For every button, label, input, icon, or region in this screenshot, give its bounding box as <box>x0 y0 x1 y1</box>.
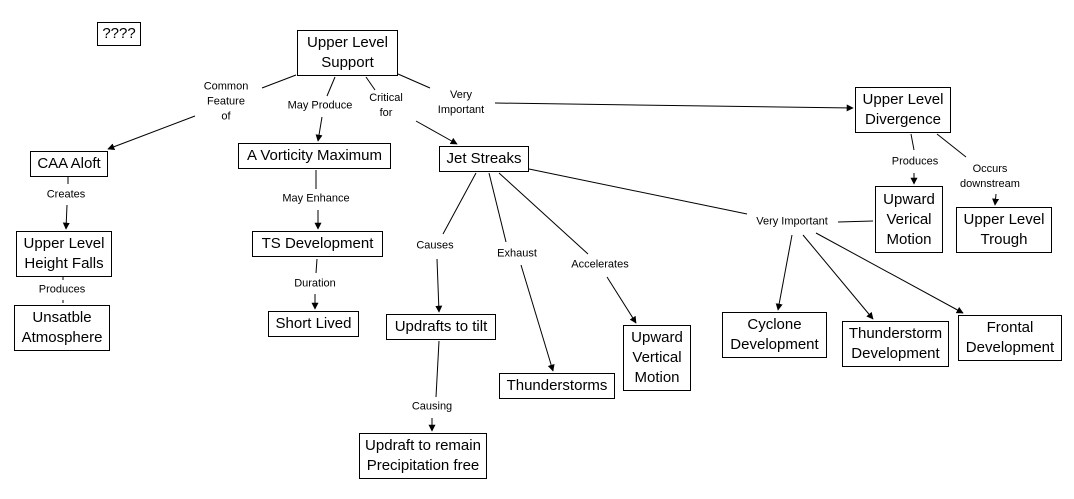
connector-divergence-to-occurs <box>936 133 967 158</box>
link-label-causes: Causes <box>416 238 454 254</box>
node-unstable-atmosphere[interactable]: Unsatble Atmosphere <box>14 305 110 351</box>
connector-jet-to-veryimp <box>528 168 748 215</box>
link-label-very-important-top: Very Important <box>437 88 485 118</box>
node-unknown[interactable]: ???? <box>97 22 141 46</box>
node-thunderstorm-development[interactable]: Thunderstorm Development <box>842 321 949 367</box>
link-label-creates: Creates <box>46 187 86 203</box>
connector-veryimp-to-frontal <box>815 232 964 314</box>
connector-updrafts-to-causing <box>435 340 440 398</box>
node-jet-streaks[interactable]: Jet Streaks <box>439 146 529 172</box>
connector-support-to-mayproduce <box>326 76 336 97</box>
link-label-critical-for: Critical for <box>369 91 403 121</box>
connector-support-to-critical <box>365 76 376 91</box>
connector-support-to-common <box>261 74 297 89</box>
link-label-may-produce: May Produce <box>287 98 353 114</box>
connector-veryimp-to-tsdevelopment <box>802 234 874 320</box>
connector-veryimp-to-divergence <box>494 102 854 112</box>
connector-jet-to-accelerates <box>498 172 589 255</box>
link-label-common-feature-of: Common Feature of <box>203 79 249 125</box>
connector-veryimp-to-verical <box>837 220 874 223</box>
link-label-produces-right: Produces <box>891 154 939 170</box>
node-upper-level-divergence[interactable]: Upper Level Divergence <box>855 87 951 133</box>
connector-veryimp-to-cyclone <box>775 234 793 311</box>
node-ts-development[interactable]: TS Development <box>252 231 383 257</box>
node-short-lived[interactable]: Short Lived <box>268 311 359 337</box>
connector-support-to-veryimp <box>397 73 431 89</box>
connector-exhaust-to-thunderstorms <box>520 264 555 372</box>
link-label-may-enhance: May Enhance <box>282 191 350 207</box>
node-caa-aloft[interactable]: CAA Aloft <box>30 151 108 177</box>
link-label-produces-left: Produces <box>38 282 86 298</box>
node-vorticity-maximum[interactable]: A Vorticity Maximum <box>238 143 391 169</box>
link-label-occurs-downstream: Occurs downstream <box>960 162 1020 192</box>
connector-occurs-to-trough <box>992 193 1000 206</box>
link-label-very-important-right: Very Important <box>756 214 828 230</box>
connector-creates-to-heightfalls <box>62 204 70 230</box>
connector-accelerates-to-uvm <box>606 276 637 324</box>
node-updrafts-to-tilt[interactable]: Updrafts to tilt <box>386 314 496 340</box>
link-label-causing: Causing <box>411 399 453 415</box>
connector-jet-to-exhaust <box>488 172 507 243</box>
link-label-exhaust: Exhaust <box>497 246 537 262</box>
node-upper-level-support[interactable]: Upper Level Support <box>297 30 398 76</box>
node-upper-level-trough[interactable]: Upper Level Trough <box>956 207 1052 253</box>
connector-causes-to-updrafts <box>435 258 443 313</box>
node-thunderstorms[interactable]: Thunderstorms <box>499 373 615 399</box>
link-label-duration: Duration <box>294 276 336 292</box>
connector-tsdev-to-duration <box>315 258 318 274</box>
connector-jet-to-causes <box>442 172 477 235</box>
connector-mayproduce-to-vorticity <box>315 116 323 142</box>
node-height-falls[interactable]: Upper Level Height Falls <box>16 231 112 277</box>
link-label-accelerates: Accelerates <box>571 257 629 273</box>
node-frontal-development[interactable]: Frontal Development <box>958 315 1062 361</box>
connector-divergence-to-produces <box>910 133 915 151</box>
node-upward-vertical-motion[interactable]: Upward Vertical Motion <box>623 325 691 391</box>
connector-critical-to-jet <box>415 120 458 145</box>
node-updraft-precipitation-free[interactable]: Updraft to remain Precipitation free <box>359 433 487 479</box>
node-cyclone-development[interactable]: Cyclone Development <box>722 312 827 358</box>
connector-common-to-caa <box>107 115 196 151</box>
node-upward-verical-motion[interactable]: Upward Verical Motion <box>875 186 943 253</box>
